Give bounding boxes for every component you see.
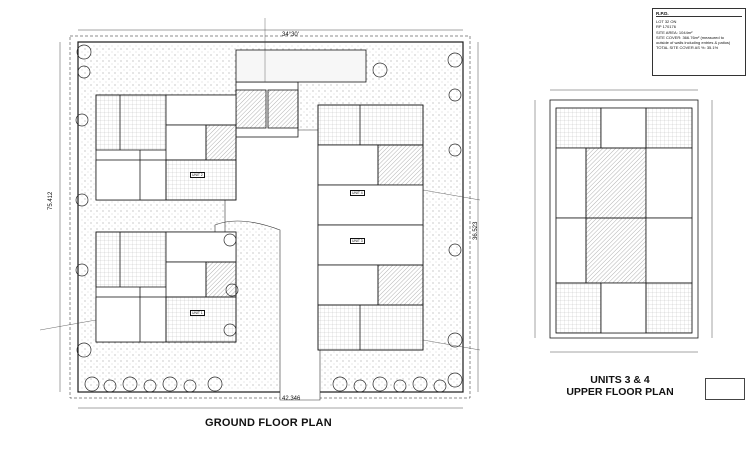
info-site-cover: SITE COVER: 366.76m² (measured to (656, 34, 725, 40)
unit-1-label: UNIT 1 (190, 310, 205, 316)
leader-lines (39, 18, 481, 351)
top-garage (235, 49, 367, 138)
info-lot: LOT 32 ON (656, 19, 677, 25)
driveway (214, 129, 321, 401)
unit-3-label: UNIT 3 (350, 238, 365, 244)
info-site-cover-note: outside of walls including entries & pat… (656, 40, 731, 46)
dimension-left: 75.412 (48, 191, 54, 210)
info-rp: RP 170176 (656, 24, 676, 30)
dimension-top: 34°30' (282, 32, 299, 38)
dimension-right: 36.523 (473, 221, 479, 240)
trees (75, 44, 463, 393)
upper-floor-plan (534, 89, 713, 353)
unit-3-building (317, 224, 424, 351)
legend-stamp (705, 378, 745, 400)
unit-2-building (95, 94, 237, 201)
site-info-box: R.P.D. LOT 32 ON RP 170176 SITE AREA: 10… (652, 8, 746, 76)
unit-1-building (95, 231, 237, 343)
upper-floor-title: UNITS 3 & 4 UPPER FLOOR PLAN (560, 374, 680, 398)
upper-floor-title-line2: UPPER FLOOR PLAN (566, 386, 674, 398)
info-heading: R.P.D. (656, 11, 742, 18)
info-site-area: SITE AREA: 1044m² (656, 29, 693, 35)
site-boundary (59, 29, 479, 409)
unit-2-label: UNIT 2 (190, 172, 205, 178)
unit-4-label: UNIT 4 (350, 190, 365, 196)
upper-floor-title-line1: UNITS 3 & 4 (590, 374, 650, 386)
info-total: TOTAL SITE COVER AS %: 35.1% (656, 45, 719, 51)
unit-4-building (317, 104, 424, 226)
ground-floor-title: GROUND FLOOR PLAN (205, 417, 332, 429)
dimension-bottom: 42.346 (282, 396, 301, 402)
